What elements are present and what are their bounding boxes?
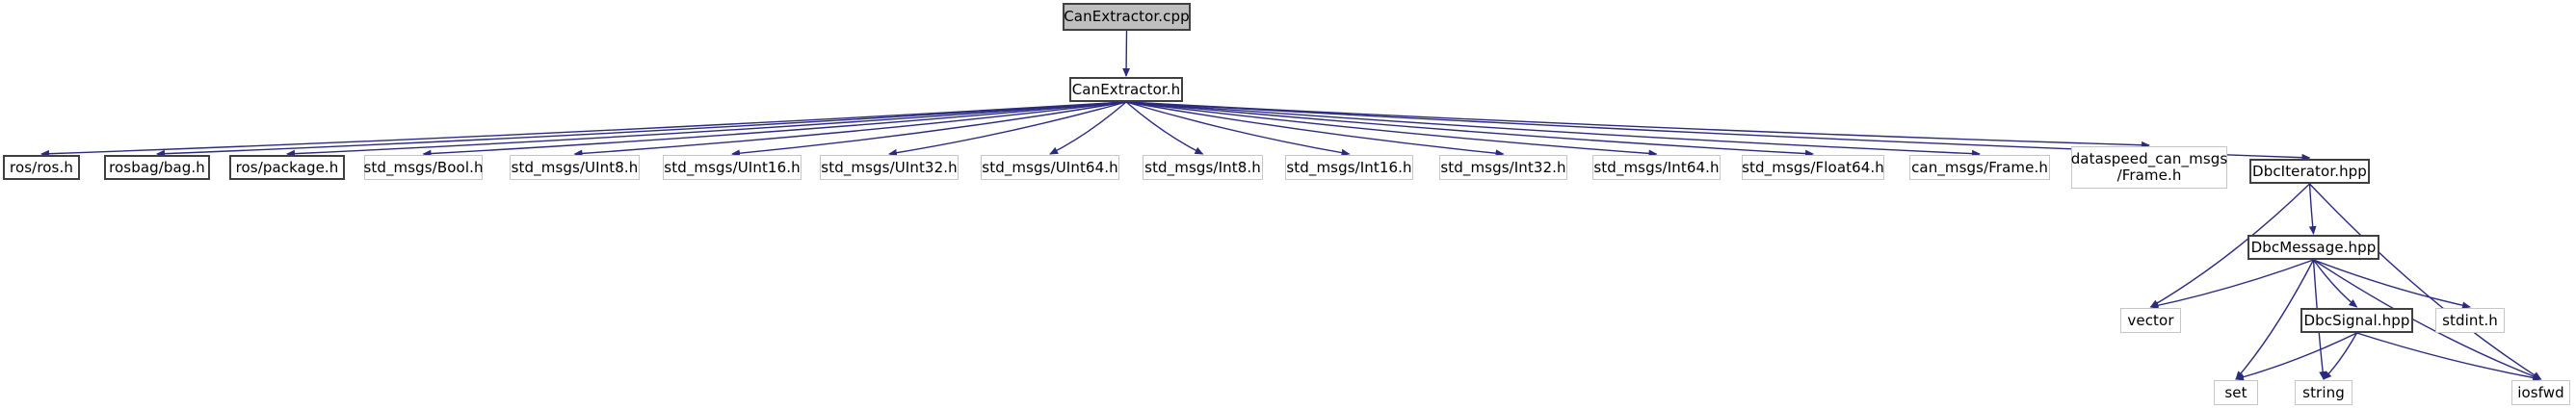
graph-node-set[interactable]: set: [2214, 380, 2258, 405]
graph-node-dbcmessage-hpp[interactable]: DbcMessage.hpp: [2247, 235, 2379, 260]
graph-node-std-msgs-float64-h[interactable]: std_msgs/Float64.h: [1742, 155, 1884, 180]
graph-edge: [286, 101, 1127, 158]
graph-node-dataspeed-can-msgs-frame-h[interactable]: dataspeed_can_msgs /Frame.h: [2071, 146, 2227, 189]
graph-node-std-msgs-uint32-h[interactable]: std_msgs/UInt32.h: [820, 155, 959, 180]
graph-node-canextractor-cpp[interactable]: CanExtractor.cpp: [1063, 3, 1191, 31]
graph-node-dbciterator-hpp[interactable]: DbcIterator.hpp: [2249, 159, 2370, 184]
graph-node-std-msgs-int16-h[interactable]: std_msgs/Int16.h: [1285, 155, 1413, 180]
graph-edge: [2308, 183, 2542, 380]
graph-node-std-msgs-uint8-h[interactable]: std_msgs/UInt8.h: [510, 155, 640, 180]
graph-edge: [2312, 259, 2358, 308]
graph-edge: [1122, 30, 1130, 77]
graph-edge: [40, 101, 1127, 158]
graph-node-ros-package-h[interactable]: ros/package.h: [229, 155, 345, 180]
graph-node-dbcsignal-hpp[interactable]: DbcSignal.hpp: [2300, 308, 2413, 333]
graph-node-iosfwd[interactable]: iosfwd: [2511, 380, 2570, 405]
graph-node-stdint-h[interactable]: stdint.h: [2435, 308, 2505, 333]
graph-edge: [2149, 259, 2314, 310]
graph-edge: [2313, 259, 2471, 310]
graph-node-rosbag-bag-h[interactable]: rosbag/bag.h: [104, 155, 210, 180]
graph-edge: [1125, 101, 1351, 157]
graph-node-ros-ros-h[interactable]: ros/ros.h: [3, 155, 80, 180]
graph-edge: [573, 101, 1127, 158]
graph-edge: [1125, 101, 1204, 155]
graph-node-std-msgs-int64-h[interactable]: std_msgs/Int64.h: [1592, 155, 1721, 180]
graph-edge: [2313, 259, 2542, 380]
graph-edge: [1125, 101, 1814, 158]
graph-edge: [888, 101, 1127, 157]
graph-node-std-msgs-int32-h[interactable]: std_msgs/Int32.h: [1439, 155, 1567, 180]
graph-edge: [156, 101, 1127, 158]
graph-edge: [2149, 183, 2310, 308]
graph-edge: [2356, 332, 2542, 382]
graph-node-std-msgs-bool-h[interactable]: std_msgs/Bool.h: [363, 155, 483, 180]
graph-node-canextractor-h[interactable]: CanExtractor.h: [1069, 77, 1183, 102]
graph-node-string[interactable]: string: [2295, 380, 2353, 405]
graph-edge: [2235, 259, 2315, 380]
graph-node-std-msgs-uint16-h[interactable]: std_msgs/UInt16.h: [663, 155, 802, 180]
graph-node-can-msgs-frame-h[interactable]: can_msgs/Frame.h: [1909, 155, 2050, 180]
graph-node-vector[interactable]: vector: [2120, 308, 2181, 333]
graph-edge: [2323, 332, 2358, 380]
graph-edge: [422, 101, 1127, 158]
graph-edge: [1125, 101, 1658, 158]
graph-node-std-msgs-uint64-h[interactable]: std_msgs/UInt64.h: [981, 155, 1119, 180]
graph-edge: [1125, 101, 1981, 158]
graph-edge: [1125, 101, 2150, 149]
graph-node-std-msgs-int8-h[interactable]: std_msgs/Int8.h: [1143, 155, 1263, 180]
graph-edge: [2308, 183, 2317, 235]
graph-edge: [2235, 332, 2357, 381]
graph-edge: [731, 101, 1127, 158]
graph-edge: [1125, 101, 1505, 158]
graph-edge: [1049, 101, 1127, 155]
